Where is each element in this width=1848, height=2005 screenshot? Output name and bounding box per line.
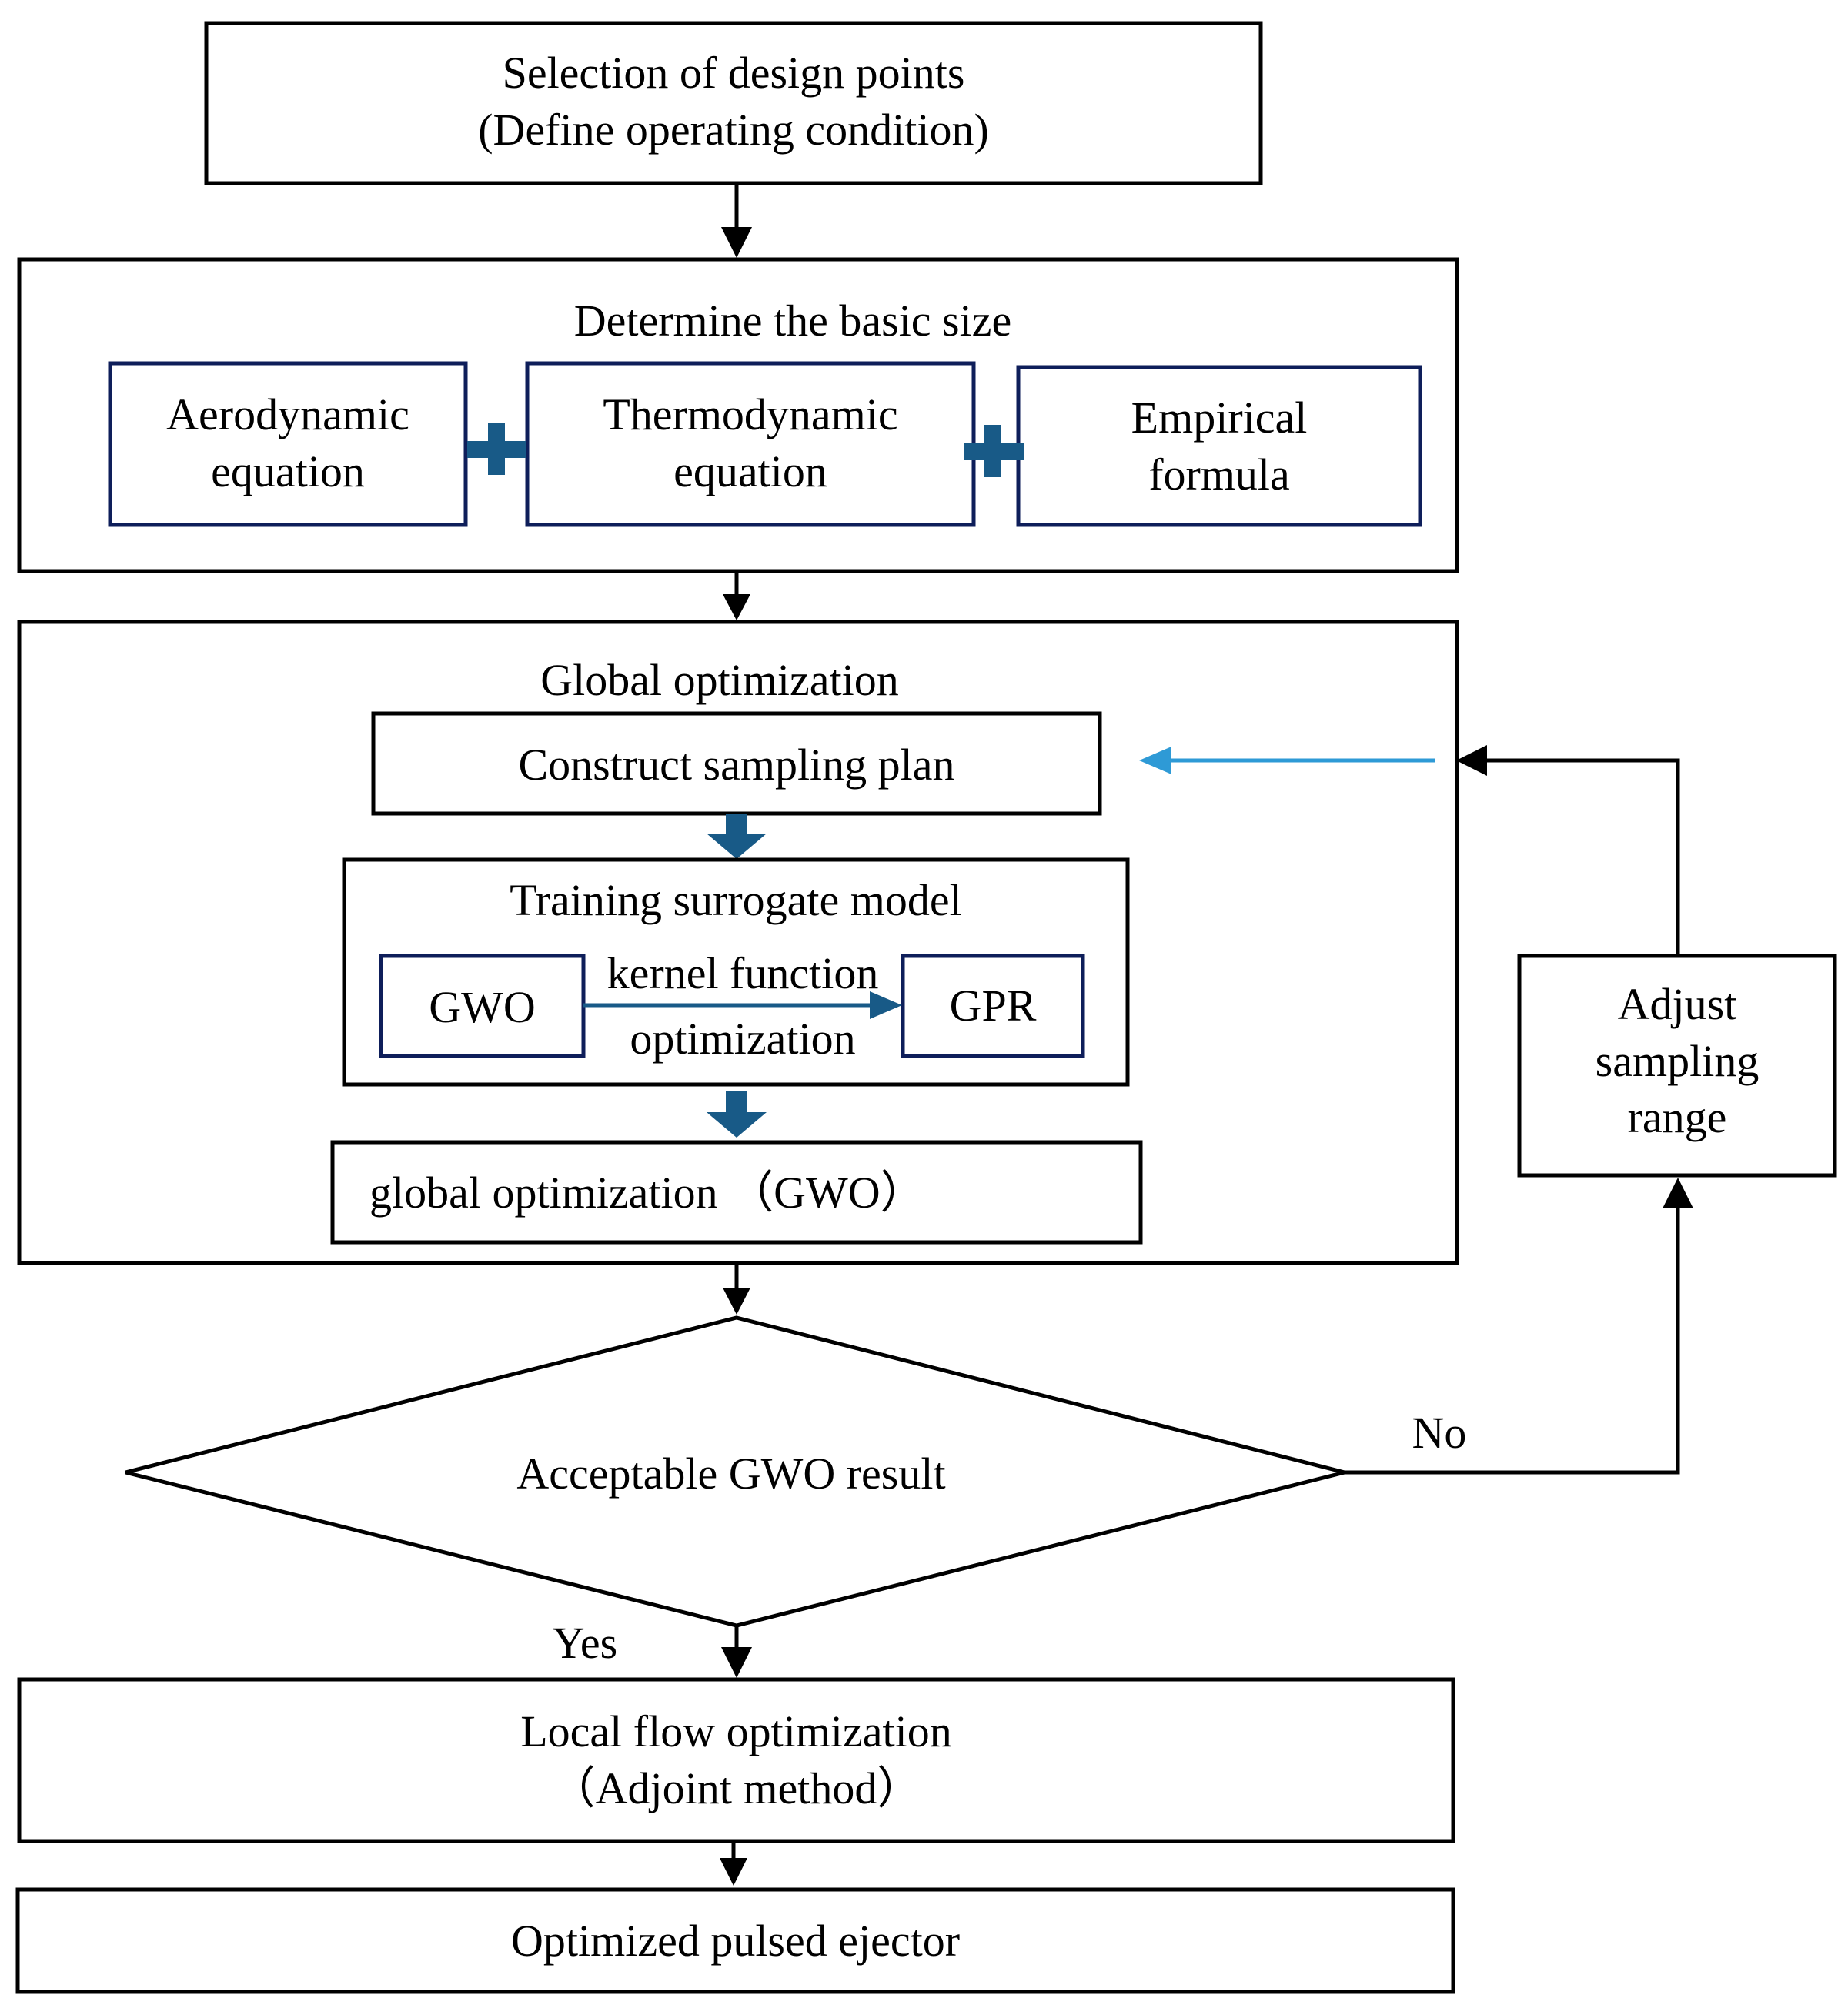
adjust-line2: sampling <box>1595 1035 1759 1086</box>
down-arrow-icon <box>707 1091 767 1138</box>
kernel-arrow <box>583 991 902 1019</box>
design-points-line2: (Define operating condition) <box>478 105 989 155</box>
aerodynamic-label: Aerodynamic equation <box>110 386 466 500</box>
local-optimization-line1: Local flow optimization <box>520 1706 952 1756</box>
aerodynamic-box <box>108 361 468 527</box>
training-box <box>342 857 1130 1087</box>
local-optimization-box <box>17 1677 1455 1843</box>
arrow-step1-to-basic <box>721 183 752 258</box>
blue-feedback-arrow <box>1139 747 1435 774</box>
kernel-function-label: kernel function <box>607 948 879 998</box>
adjust-sampling-box <box>1517 954 1837 1178</box>
adjust-sampling-label: Adjust sampling range <box>1519 976 1835 1146</box>
gwo-label: GWO <box>429 982 536 1032</box>
design-points-line1: Selection of design points <box>502 48 965 98</box>
empirical-line1: Empirical <box>1131 393 1308 443</box>
plus-icon <box>467 423 526 475</box>
arrow-global-to-decision <box>723 1263 750 1315</box>
empirical-label: Empirical formula <box>1018 389 1420 503</box>
aerodynamic-line2: equation <box>211 446 365 497</box>
sampling-plan-box <box>371 711 1102 816</box>
empirical-line2: formula <box>1148 449 1290 500</box>
thermodynamic-label: Thermodynamic equation <box>527 386 974 500</box>
gwo-step-label: global optimization （GWO） <box>369 1168 925 1218</box>
final-label: Optimized pulsed ejector <box>510 1916 961 1966</box>
gwo-step-box <box>330 1140 1143 1245</box>
sampling-plan-label: Construct sampling plan <box>518 740 955 790</box>
plus-icon <box>964 425 1024 477</box>
gpr-label: GPR <box>949 981 1037 1031</box>
design-points-label: Selection of design points (Define opera… <box>206 45 1261 159</box>
kernel-optimization-label: optimization <box>630 1014 856 1064</box>
yes-label: Yes <box>552 1618 618 1668</box>
no-label: No <box>1412 1408 1467 1458</box>
training-title: Training surrogate model <box>510 875 962 925</box>
local-optimization-label: Local flow optimization （Adjoint method） <box>19 1703 1453 1817</box>
thermodynamic-line1: Thermodynamic <box>603 389 898 439</box>
global-optimization-title: Global optimization <box>540 655 899 705</box>
aerodynamic-line1: Aerodynamic <box>166 389 409 439</box>
arrow-decision-to-local <box>721 1626 752 1678</box>
thermodynamic-line2: equation <box>673 446 827 497</box>
gpr-box <box>901 954 1085 1058</box>
arrow-local-to-final <box>720 1841 747 1886</box>
decision-label: Acceptable GWO result <box>516 1449 946 1499</box>
local-optimization-line2: （Adjoint method） <box>550 1763 922 1814</box>
feedback-loop-line <box>1456 745 1680 954</box>
basic-size-title: Determine the basic size <box>573 296 1012 346</box>
final-box <box>15 1887 1455 1994</box>
design-points-box <box>204 21 1263 185</box>
adjust-line3: range <box>1627 1092 1727 1143</box>
arrow-basic-to-global <box>723 571 750 620</box>
adjust-line1: Adjust <box>1617 979 1737 1029</box>
down-arrow-icon <box>707 814 767 859</box>
no-path-line <box>1345 1178 1693 1475</box>
